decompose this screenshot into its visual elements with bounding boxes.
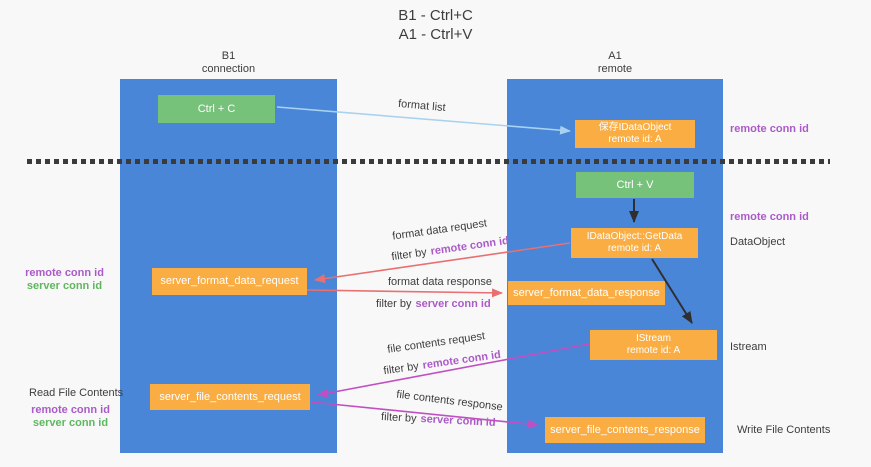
server-format-data-request-box: server_format_data_request [152,268,307,295]
server-format-data-request-label: server_format_data_request [160,275,299,287]
title-line-1: B1 - Ctrl+C [398,7,473,24]
filter-by-text: filter by [390,246,428,264]
istream-line2: remote id: A [626,345,681,356]
save-dataobject-line1: 保存IDataObject [598,122,672,133]
remote-conn-id-top-label: remote conn id [730,123,809,135]
remote-conn-id-text: remote conn id [429,234,510,258]
save-dataobject-line2: remote id: A [608,134,662,145]
left-column-role: connection [201,63,256,75]
left-server-conn-id-label-1: server conn id [26,280,103,292]
left-column-name: B1 [221,50,236,62]
save-dataobject-box: 保存IDataObject remote id: A [575,120,695,148]
file-contents-response-label: file contents response [395,388,504,414]
right-column-role: remote [597,63,633,75]
filter-by-text: filter by [376,298,412,310]
server-format-data-response-box: server_format_data_response [508,281,665,305]
right-column-header: A1 remote [507,50,723,76]
ctrl-c-box: Ctrl + C [158,95,275,123]
server-file-contents-request-box: server_file_contents_request [150,384,310,410]
remote-conn-id-mid-label: remote conn id [730,211,809,223]
ctrl-c-label: Ctrl + C [197,102,236,115]
server-conn-id-text: server conn id [420,413,496,429]
read-file-contents-label: Read File Contents [29,387,124,399]
separator-dashed-line [27,159,830,164]
filter-by-server-conn-id-label-1: filter by server conn id [376,298,491,310]
filter-by-text: filter by [382,360,420,378]
istream-side-label: Istream [730,341,767,353]
title-line-2: A1 - Ctrl+V [398,26,473,43]
istream-box: IStream remote id: A [590,330,717,360]
dataobject-label: DataObject [730,236,786,248]
server-conn-id-text: server conn id [415,298,491,310]
getdata-box: IDataObject::GetData remote id: A [571,228,698,258]
ctrl-v-box: Ctrl + V [576,172,694,198]
server-file-contents-response-box: server_file_contents_response [545,417,705,443]
left-remote-conn-id-label-2: remote conn id [31,404,110,416]
filter-by-text: filter by [380,411,417,425]
getdata-line1: IDataObject::GetData [586,231,683,242]
istream-line1: IStream [635,333,671,344]
write-file-contents-label: Write File Contents [737,424,831,436]
left-column-header: B1 connection [120,50,337,76]
right-column-name: A1 [608,50,622,62]
server-file-contents-response-label: server_file_contents_response [550,423,700,436]
getdata-line2: remote id: A [607,243,662,254]
ctrl-v-label: Ctrl + V [616,178,654,191]
remote-conn-id-text: remote conn id [421,348,502,372]
page-title: B1 - Ctrl+C A1 - Ctrl+V [0,6,871,44]
format-data-response-label: format data response [388,276,492,288]
left-remote-conn-id-label-1: remote conn id [25,267,104,279]
server-format-data-response-label: server_format_data_response [513,286,660,299]
filter-by-server-conn-id-label-2: filter by server conn id [381,411,496,429]
server-file-contents-request-label: server_file_contents_request [159,390,301,403]
format-list-label: format list [397,97,447,115]
left-server-conn-id-label-2: server conn id [32,417,109,429]
